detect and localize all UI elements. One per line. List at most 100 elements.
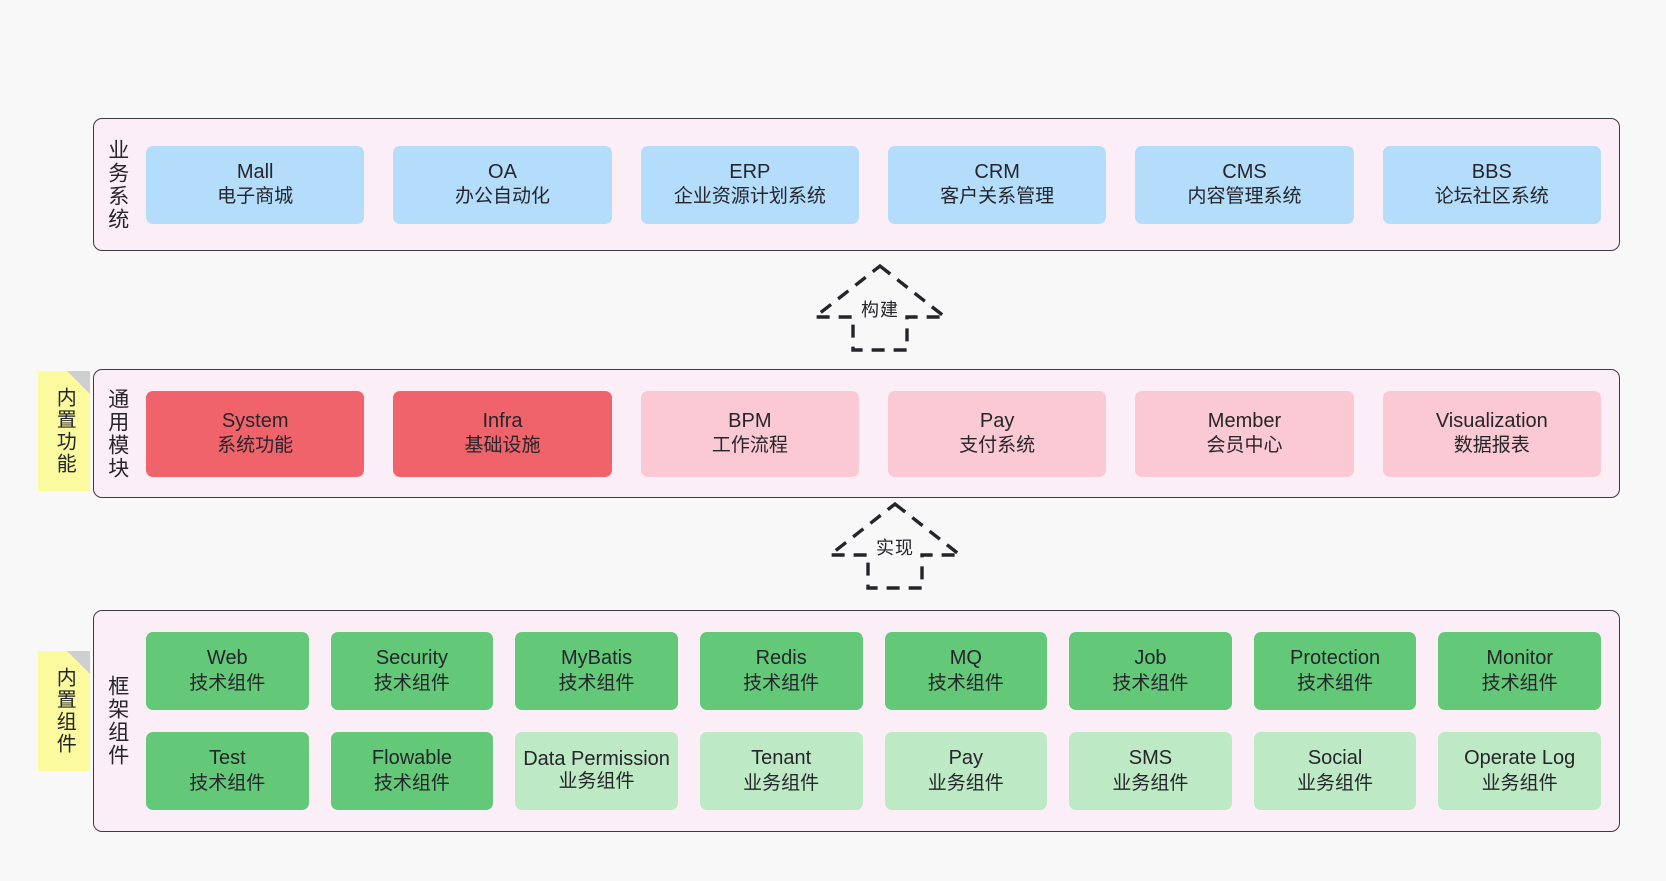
framework-card-monitor[interactable]: Monitor 技术组件	[1438, 632, 1601, 710]
framework-card-operate-log[interactable]: Operate Log 业务组件	[1438, 732, 1601, 810]
card-subtitle: 办公自动化	[454, 186, 550, 208]
business-card-row: Mall 电子商城 OA 办公自动化 ERP 企业资源计划系统 CRM 客户关系…	[146, 145, 1601, 224]
business-card-crm[interactable]: CRM 客户关系管理	[887, 145, 1107, 224]
card-subtitle: 技术组件	[189, 772, 266, 794]
card-subtitle: 论坛社区系统	[1434, 186, 1549, 208]
card-subtitle: 工作流程	[711, 435, 788, 457]
framework-card-flowable[interactable]: Flowable 技术组件	[330, 732, 494, 810]
card-subtitle: 基础设施	[464, 435, 541, 457]
framework-card-security[interactable]: Security 技术组件	[330, 632, 494, 710]
sticky-note-label: 内置组件	[53, 667, 76, 755]
module-card-visualization[interactable]: Visualization 数据报表	[1382, 390, 1601, 477]
card-subtitle: 客户关系管理	[940, 186, 1055, 208]
card-title: Monitor	[1486, 647, 1554, 670]
card-title: System	[221, 409, 289, 432]
card-title: Visualization	[1435, 409, 1548, 432]
card-title: SMS	[1128, 747, 1173, 770]
framework-card-sms[interactable]: SMS 业务组件	[1069, 732, 1232, 810]
framework-card-job[interactable]: Job 技术组件	[1069, 632, 1232, 710]
card-title: Member	[1207, 409, 1282, 432]
framework-card-pay[interactable]: Pay 业务组件	[884, 732, 1048, 810]
arrow-implement-label: 实现	[876, 538, 914, 558]
card-title: BPM	[728, 409, 772, 432]
layer-body-common-modules: System 系统功能 Infra 基础设施 BPM 工作流程 Pay 支付系统…	[140, 370, 1619, 497]
framework-card-mybatis[interactable]: MyBatis 技术组件	[515, 632, 678, 710]
framework-business-row: Test 技术组件 Flowable 技术组件 Data Permission …	[146, 732, 1601, 810]
layer-label-common-modules: 通用模块	[105, 387, 129, 480]
card-subtitle: 会员中心	[1206, 435, 1283, 457]
business-card-erp[interactable]: ERP 企业资源计划系统	[640, 145, 859, 224]
arrow-build: 构建	[805, 262, 955, 352]
framework-card-mq[interactable]: MQ 技术组件	[884, 632, 1048, 710]
card-subtitle: 技术组件	[373, 772, 450, 794]
arrow-implement: 实现	[820, 500, 970, 590]
card-title: ERP	[729, 160, 771, 183]
layer-body-framework-components: Web 技术组件 Security 技术组件 MyBatis 技术组件 Redi…	[140, 611, 1619, 831]
card-title: Tenant	[751, 747, 812, 770]
framework-card-social[interactable]: Social 业务组件	[1253, 732, 1417, 810]
card-title: BBS	[1471, 160, 1512, 183]
card-title: Redis	[755, 647, 807, 670]
layer-body-business-systems: Mall 电子商城 OA 办公自动化 ERP 企业资源计划系统 CRM 客户关系…	[140, 119, 1619, 250]
card-subtitle: 支付系统	[959, 435, 1036, 457]
arrow-implement-icon	[825, 501, 965, 590]
framework-card-data-permission[interactable]: Data Permission 业务组件	[515, 732, 678, 810]
card-title: CMS	[1222, 160, 1267, 183]
card-subtitle: 内容管理系统	[1187, 186, 1302, 208]
module-card-system[interactable]: System 系统功能	[146, 390, 365, 477]
card-title: Flowable	[371, 747, 452, 770]
card-subtitle: 电子商城	[217, 186, 294, 208]
sticky-note-builtin-components: 内置组件	[38, 651, 90, 771]
card-subtitle: 业务组件	[927, 772, 1004, 794]
business-card-mall[interactable]: Mall 电子商城	[146, 145, 365, 224]
card-title: Web	[206, 647, 248, 670]
card-title: Operate Log	[1464, 747, 1576, 770]
card-subtitle: 业务组件	[1481, 772, 1558, 794]
card-title: Security	[375, 647, 449, 670]
framework-tech-row: Web 技术组件 Security 技术组件 MyBatis 技术组件 Redi…	[146, 632, 1601, 710]
card-subtitle: 数据报表	[1453, 435, 1530, 457]
card-subtitle: 技术组件	[373, 672, 450, 694]
card-subtitle: 业务组件	[1297, 772, 1374, 794]
card-title: Infra	[482, 409, 523, 432]
module-card-pay[interactable]: Pay 支付系统	[887, 390, 1107, 477]
sticky-note-builtin-features: 内置功能	[38, 371, 90, 491]
card-subtitle: 企业资源计划系统	[673, 186, 826, 208]
layer-framework-components: 框架组件 Web 技术组件 Security 技术组件 MyBatis 技术组件…	[93, 610, 1620, 832]
card-subtitle: 技术组件	[927, 672, 1004, 694]
card-title: Job	[1134, 647, 1167, 670]
card-subtitle: 技术组件	[1481, 672, 1558, 694]
layer-business-systems: 业务系统 Mall 电子商城 OA 办公自动化 ERP 企业资源计划系统 CRM…	[93, 118, 1620, 251]
business-card-oa[interactable]: OA 办公自动化	[393, 145, 612, 224]
module-card-member[interactable]: Member 会员中心	[1135, 390, 1354, 477]
card-title: Mall	[236, 160, 274, 183]
card-subtitle: 技术组件	[1112, 672, 1189, 694]
framework-card-web[interactable]: Web 技术组件	[146, 632, 309, 710]
card-title: MyBatis	[561, 647, 633, 670]
framework-card-test[interactable]: Test 技术组件	[146, 732, 309, 810]
card-subtitle: 业务组件	[1112, 772, 1189, 794]
layer-label-framework-components: 框架组件	[105, 675, 129, 767]
framework-card-tenant[interactable]: Tenant 业务组件	[699, 732, 863, 810]
module-card-bpm[interactable]: BPM 工作流程	[640, 390, 859, 477]
card-title: Protection	[1290, 647, 1381, 670]
layer-label-business-systems: 业务系统	[105, 138, 129, 231]
module-card-infra[interactable]: Infra 基础设施	[393, 390, 612, 477]
sticky-note-label: 内置功能	[53, 387, 76, 475]
card-title: MQ	[949, 647, 982, 670]
card-subtitle: 业务组件	[743, 772, 820, 794]
card-subtitle: 系统功能	[217, 435, 294, 457]
business-card-bbs[interactable]: BBS 论坛社区系统	[1382, 145, 1601, 224]
card-title: Test	[208, 747, 246, 770]
framework-card-redis[interactable]: Redis 技术组件	[699, 632, 863, 710]
arrow-build-label: 构建	[861, 300, 899, 320]
business-card-cms[interactable]: CMS 内容管理系统	[1135, 145, 1354, 224]
card-title: CRM	[974, 160, 1020, 183]
module-card-row: System 系统功能 Infra 基础设施 BPM 工作流程 Pay 支付系统…	[146, 390, 1601, 477]
card-subtitle: 业务组件	[558, 770, 635, 792]
card-title: Pay	[948, 747, 984, 770]
arrow-build-icon	[810, 263, 950, 352]
framework-card-protection[interactable]: Protection 技术组件	[1253, 632, 1417, 710]
card-subtitle: 技术组件	[558, 672, 635, 694]
